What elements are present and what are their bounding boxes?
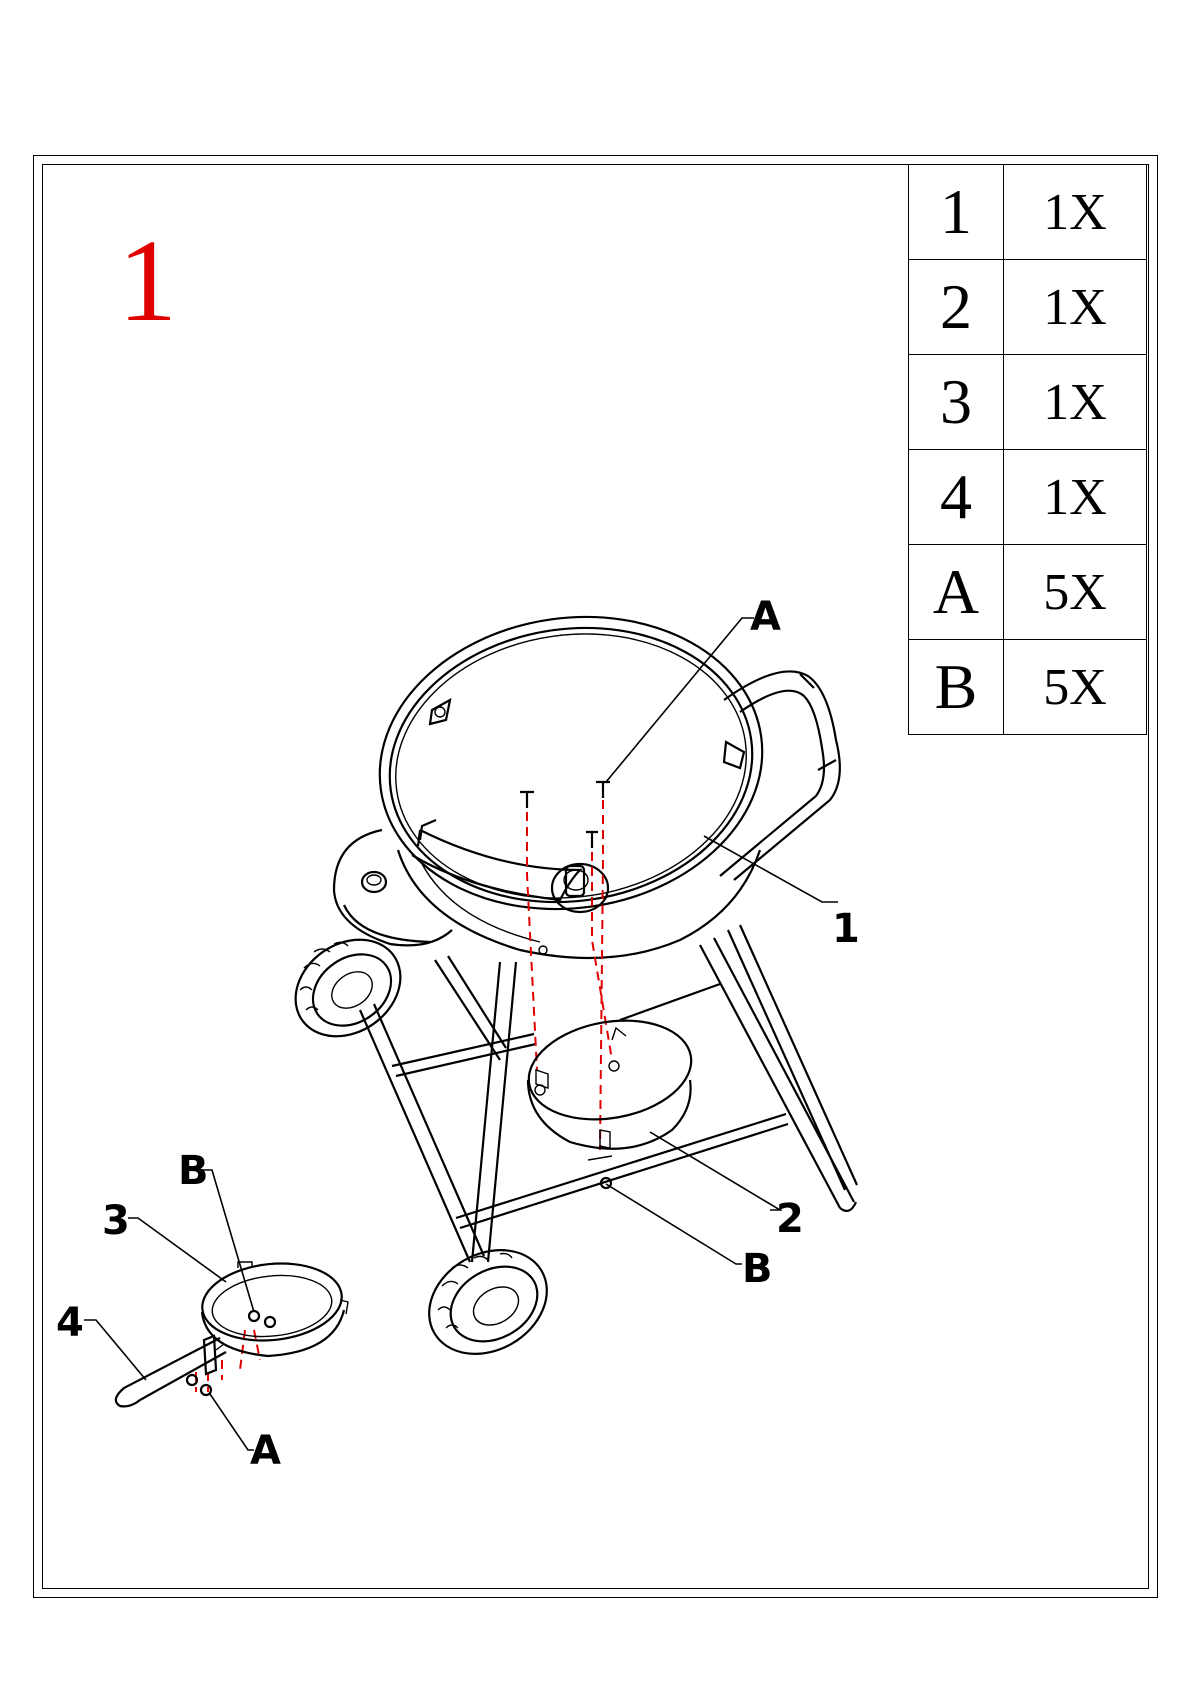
ash-pan <box>198 1257 348 1356</box>
wheel-left <box>277 920 419 1056</box>
callout-bowl: 1 <box>832 906 860 952</box>
screw-set-top <box>520 782 610 848</box>
callout-pan-handle: 4 <box>56 1300 84 1346</box>
pan-handle <box>116 1336 226 1406</box>
wheel-bottom <box>410 1229 565 1374</box>
callout-nut-pan: B <box>178 1148 209 1194</box>
assembly-guides <box>196 800 612 1392</box>
callout-screw-pan: A <box>250 1428 281 1474</box>
side-tray <box>334 830 452 945</box>
callout-nut-ring: B <box>742 1246 773 1292</box>
callout-screw-top: A <box>750 594 781 640</box>
callout-ash-ring: 2 <box>776 1196 804 1242</box>
frame-crossbars <box>392 984 788 1228</box>
callout-ash-pan: 3 <box>102 1198 130 1244</box>
